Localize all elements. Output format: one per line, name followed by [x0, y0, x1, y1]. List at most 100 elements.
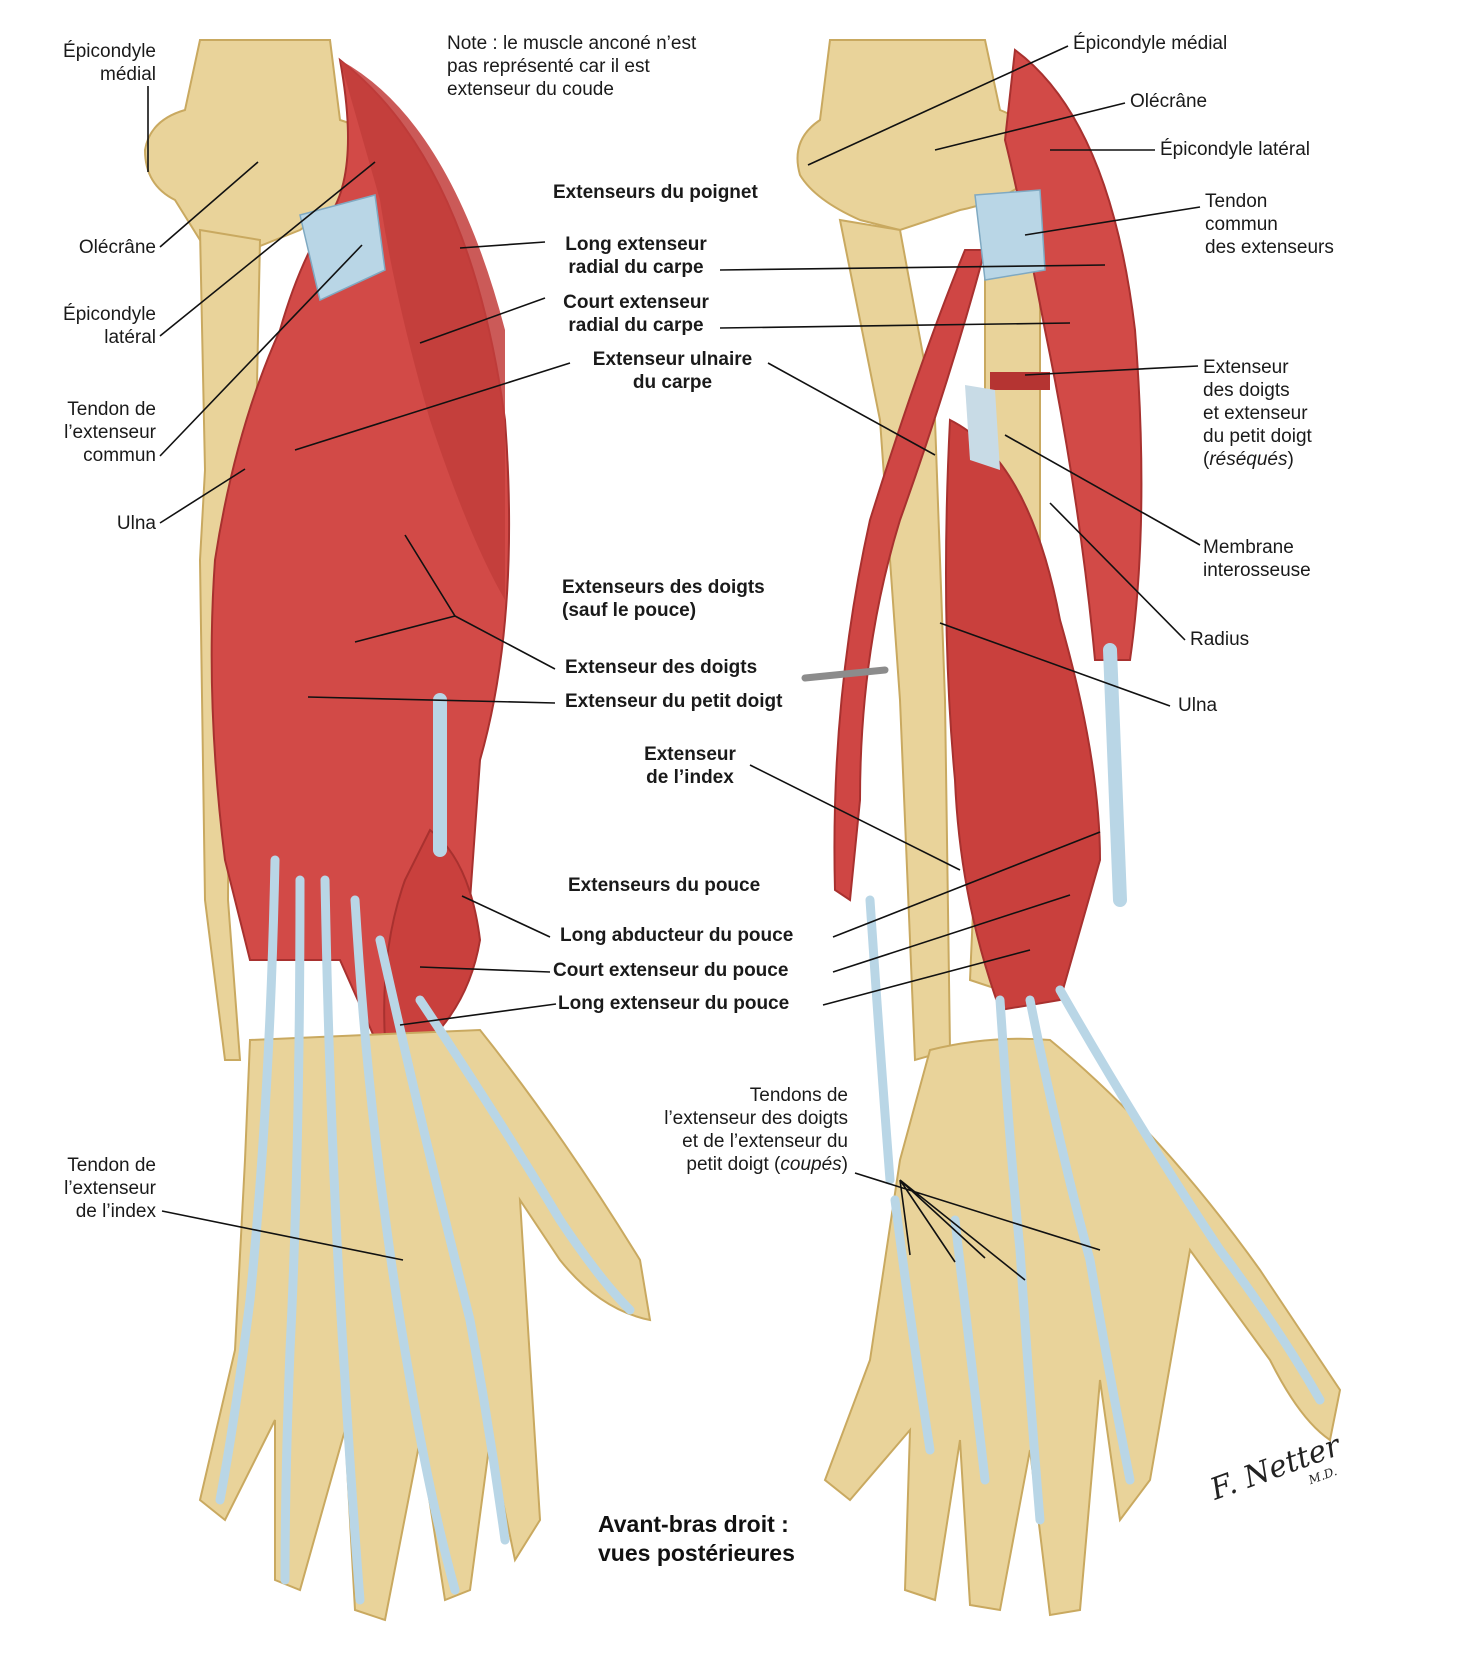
label-line: l’extenseur	[64, 422, 156, 443]
leader-ext-petit-doigt	[307, 696, 556, 704]
label-right-resected: Extenseur des doigts et extenseur du pet…	[1203, 356, 1312, 471]
label-line: Tendon de	[67, 399, 156, 420]
left-common-tendon	[299, 194, 386, 302]
leader-right-radius	[1049, 502, 1186, 641]
label-line: Tendon de	[67, 1155, 156, 1176]
label-line: Épicondyle	[63, 41, 156, 62]
leader-left-ulna	[159, 468, 246, 524]
label-line: de l’index	[75, 1201, 156, 1222]
leader-right-epicondyle-medial	[807, 45, 1069, 166]
label-line: Court extenseur	[563, 292, 709, 313]
label-right-tendons-cut: Tendons de l’extenseur des doigts et de …	[664, 1084, 848, 1176]
label-line: l’extenseur	[64, 1178, 156, 1199]
leader-left-tendon-commun	[159, 244, 363, 457]
leader-left-tendon-index	[161, 1210, 404, 1261]
label-right-radius: Radius	[1190, 629, 1250, 650]
label-ext-ulnaire: Extenseur ulnaire du carpe	[575, 348, 770, 394]
leader-right-membrane	[1004, 434, 1201, 546]
note-line: extenseur du coude	[447, 79, 614, 100]
leader-court-ext-pouce-right	[832, 894, 1071, 973]
leader-right-ulna	[939, 622, 1171, 707]
leader-ext-ulnaire-right	[767, 362, 936, 456]
label-right-membrane: Membrane interosseuse	[1203, 536, 1311, 582]
right-interosseous-membrane	[965, 385, 1000, 470]
leader-lines	[147, 45, 1201, 1281]
note-anconeus: Note : le muscle anconé n’est pas représ…	[447, 32, 696, 101]
label-court-ext-pouce: Court extenseur du pouce	[553, 960, 789, 981]
right-common-tendon	[974, 189, 1046, 281]
leader-right-olecrane	[934, 102, 1126, 151]
label-line: (réséqués)	[1203, 449, 1294, 470]
label-line: du petit doigt	[1203, 426, 1312, 447]
leader-right-resected	[1024, 365, 1199, 376]
label-right-epicondyle-medial: Épicondyle médial	[1073, 33, 1228, 54]
right-hand-bones	[823, 1037, 1342, 1617]
label-line: radial du carpe	[568, 257, 704, 278]
leader-court-ext-radial-right	[719, 322, 1071, 329]
label-line: et de l’extenseur du	[682, 1131, 848, 1152]
label-line: de l’index	[646, 767, 734, 788]
label-text: petit doigt	[686, 1154, 769, 1175]
right-tendons	[865, 643, 1325, 1525]
label-left-epicondyle-medial: Épicondyle médial	[63, 40, 156, 86]
leader-long-abducteur	[461, 895, 551, 938]
leader-left-olecrane	[159, 161, 259, 248]
leader-long-ext-pouce	[399, 1003, 557, 1026]
label-left-epicondyle-lateral: Épicondyle latéral	[63, 303, 156, 349]
label-line: des doigts	[1203, 380, 1290, 401]
left-forearm	[143, 39, 652, 1622]
note-line: Note : le muscle anconé n’est	[447, 33, 697, 54]
label-line: commun	[83, 445, 156, 466]
label-court-ext-radial: Court extenseur radial du carpe	[548, 291, 724, 337]
leader-ext-doigts-b	[354, 615, 456, 643]
label-line: latéral	[104, 327, 156, 348]
heading-poignet: Extenseurs du poignet	[553, 182, 758, 203]
label-ext-index: Extenseur de l’index	[635, 743, 745, 789]
label-long-ext-radial: Long extenseur radial du carpe	[548, 233, 724, 279]
label-line: petit doigt (coupés)	[686, 1154, 848, 1175]
left-radial-extensors	[340, 60, 505, 600]
heading-pouce: Extenseurs du pouce	[568, 875, 761, 896]
leader-ext-index-right	[749, 764, 961, 871]
label-line: Extenseurs des doigts	[562, 577, 765, 598]
label-line: du carpe	[632, 372, 713, 393]
label-long-abducteur: Long abducteur du pouce	[560, 925, 794, 946]
label-ext-petit-doigt: Extenseur du petit doigt	[565, 691, 783, 712]
heading-doigts: Extenseurs des doigts (sauf le pouce)	[562, 576, 765, 622]
note-line: pas représenté car il est	[447, 56, 650, 77]
label-left-tendon-commun: Tendon de l’extenseur commun	[64, 398, 156, 467]
leader-left-epicondyle-lateral	[159, 161, 376, 337]
label-left-tendon-index: Tendon de l’extenseur de l’index	[64, 1154, 156, 1223]
label-line: (sauf le pouce)	[562, 600, 697, 621]
right-resected-stump	[990, 372, 1050, 390]
label-line: des extenseurs	[1205, 237, 1334, 258]
label-right-epicondyle-lateral: Épicondyle latéral	[1160, 139, 1310, 160]
leader-court-ext-radial	[419, 297, 546, 344]
label-line: commun	[1205, 214, 1278, 235]
left-tendons	[215, 693, 635, 1605]
label-line: et extenseur	[1203, 403, 1308, 424]
label-line: Membrane	[1203, 537, 1294, 558]
label-right-ulna: Ulna	[1178, 695, 1218, 716]
label-ext-doigts: Extenseur des doigts	[565, 657, 758, 678]
title-line: vues postérieures	[598, 1540, 795, 1566]
label-left-olecrane: Olécrâne	[78, 237, 156, 258]
left-thumb-muscles	[383, 828, 482, 1041]
right-retractor	[801, 666, 889, 682]
label-line: Extenseur	[1203, 357, 1289, 378]
leader-right-tendon-commun	[1024, 206, 1201, 236]
leader-long-ext-radial	[459, 241, 546, 249]
label-line: Long extenseur	[565, 234, 707, 255]
leader-ext-ulnaire	[294, 362, 571, 451]
label-right-olecrane: Olécrâne	[1130, 91, 1208, 112]
leader-long-abducteur-right	[832, 831, 1101, 938]
label-line: radial du carpe	[568, 315, 704, 336]
italic-note: coupés	[780, 1154, 842, 1175]
right-forearm	[796, 39, 1342, 1617]
label-right-tendon-commun: Tendon commun des extenseurs	[1205, 190, 1334, 259]
label-line: Extenseur ulnaire	[592, 349, 753, 370]
label-line: Extenseur	[644, 744, 736, 765]
italic-note: réséqués	[1209, 449, 1288, 470]
